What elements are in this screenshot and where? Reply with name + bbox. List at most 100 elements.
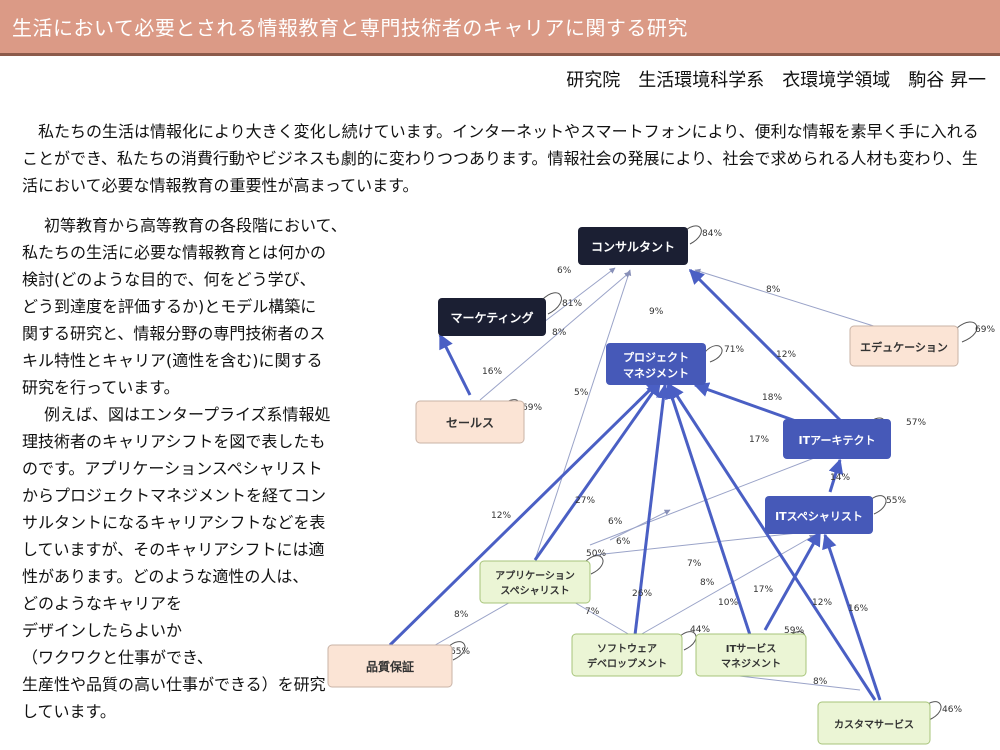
self-percent-labels: 84% 81% 69% 71% 69% 57% 55% 50% 65% 44% …	[450, 229, 995, 715]
edge-label: 12%	[491, 511, 511, 521]
edge-itservice-to-pm	[665, 383, 752, 636]
edge-label: 10%	[718, 598, 738, 608]
self-pct-education: 69%	[975, 325, 995, 335]
node-itservice: ITサービス マネジメント	[695, 633, 807, 677]
edge-label: 6%	[557, 266, 572, 276]
body-line: サルタントになるキャリアシフトなどを表	[22, 513, 326, 532]
node-app-label-2: スペシャリスト	[500, 585, 569, 597]
edge-label: 8%	[700, 578, 715, 588]
body-line: 研究を行っています。	[22, 378, 180, 397]
node-sales-label: セールス	[446, 416, 494, 430]
node-pm: プロジェクト マネジメント	[606, 343, 706, 385]
node-quality: 品質保証	[327, 644, 453, 688]
self-pct-app: 50%	[586, 549, 606, 559]
self-pct-architect: 57%	[906, 418, 926, 428]
node-marketing-label: マーケティング	[450, 310, 533, 325]
self-pct-pm: 71%	[724, 345, 744, 355]
edge-label: 17%	[753, 585, 773, 595]
edge-app-to-specialist-2	[594, 527, 826, 556]
node-architect-label: ITアーキテクト	[799, 434, 876, 447]
node-software: ソフトウェア デベロップメント	[571, 633, 683, 677]
self-loop-software	[677, 631, 697, 651]
edge-labels: 6% 8% 9% 8% 5% 12% 16% 18% 17% 14% 12% 2…	[454, 266, 868, 687]
node-architect: ITアーキテクト	[783, 419, 891, 459]
body-line: デザインしたらよいか	[22, 621, 183, 640]
body-line: どのようなキャリアを	[22, 594, 183, 613]
body-line: 検討(どのような目的で、何をどう学び、	[22, 270, 316, 289]
node-specialist-label: ITスペシャリスト	[775, 510, 863, 523]
node-pm-label-2: マネジメント	[623, 367, 689, 380]
self-pct-quality: 65%	[450, 647, 470, 657]
edge-specialist-to-architect	[828, 458, 844, 493]
edge-app-to-consultant	[534, 269, 632, 561]
author-affiliation: 研究院 生活環境科学系 衣環境学領域 駒谷 昇一	[566, 70, 986, 91]
thick-edges	[388, 268, 882, 701]
edge-customer-to-pm	[668, 383, 877, 701]
edge-app-to-specialist	[609, 509, 671, 541]
body-line: 例えば、図はエンタープライズ系情報処	[44, 405, 331, 424]
body-line: 私たちの生活に必要な情報教育とは何かの	[22, 243, 327, 262]
edge-label: 7%	[687, 559, 702, 569]
body-line: （ワクワクと仕事ができ、	[22, 648, 213, 667]
node-software-label-2: デベロップメント	[587, 657, 667, 670]
edge-label: 8%	[552, 328, 567, 338]
node-marketing: マーケティング	[438, 298, 546, 336]
career-shift-diagram: 6% 8% 9% 8% 5% 12% 16% 18% 17% 14% 12% 2…	[327, 225, 995, 745]
edge-label: 12%	[776, 350, 796, 360]
node-consultant-label: コンサルタント	[591, 240, 675, 254]
body-line: どう到達度を評価するか)とモデル構築に	[22, 297, 317, 316]
node-itservice-label-2: マネジメント	[721, 658, 781, 670]
self-pct-specialist: 55%	[886, 496, 906, 506]
edge-app-to-architect	[589, 447, 841, 546]
self-pct-consultant: 84%	[702, 229, 722, 239]
edge-label: 8%	[454, 610, 469, 620]
self-pct-customer: 46%	[942, 705, 962, 715]
edge-label: 7%	[585, 607, 600, 617]
edge-label: 9%	[649, 307, 664, 317]
node-education: エデュケーション	[849, 325, 959, 367]
edge-label: 8%	[766, 285, 781, 295]
thin-edges	[429, 267, 881, 691]
self-pct-sales: 69%	[522, 403, 542, 413]
self-loop-education	[956, 321, 978, 343]
node-itservice-label-1: ITサービス	[726, 642, 777, 655]
edge-architect-to-consultant	[688, 268, 842, 422]
node-pm-label-1: プロジェクト	[623, 350, 689, 364]
edge-label: 27%	[575, 496, 595, 506]
body-line: キル特性とキャリア(適性を含む)に関する	[22, 351, 323, 370]
edge-label: 14%	[830, 473, 850, 483]
edge-label: 6%	[616, 537, 631, 547]
body-line: しています。	[22, 702, 116, 721]
edge-sales-to-marketing	[438, 333, 472, 396]
edge-label: 17%	[749, 435, 769, 445]
edge-sales-to-consultant	[479, 271, 631, 401]
body-line: 生産性や品質の高い仕事ができる）を研究	[22, 675, 326, 694]
body-line: していますが、そのキャリアシフトには適	[22, 540, 325, 559]
body-line: 関する研究と、情報分野の専門技術者のス	[22, 324, 326, 343]
body-line: 初等教育から高等教育の各段階において、	[44, 216, 347, 235]
body-line: からプロジェクトマネジメントを経てコン	[22, 486, 327, 505]
edge-label: 16%	[482, 367, 502, 377]
self-loop-marketing	[541, 292, 562, 315]
node-quality-label: 品質保証	[366, 659, 414, 674]
node-sales: セールス	[415, 400, 525, 444]
node-customer-label: カスタマサービス	[834, 718, 914, 731]
node-consultant: コンサルタント	[578, 227, 688, 265]
self-pct-software: 44%	[690, 625, 710, 635]
node-specialist: ITスペシャリスト	[765, 496, 873, 534]
page-title: 生活において必要とされる情報教育と専門技術者のキャリアに関する研究	[12, 16, 688, 40]
node-app: アプリケーション スペシャリスト	[479, 560, 591, 604]
intro-paragraph: 私たちの生活は情報化により大きく変化し続けています。インターネットやスマートフォ…	[22, 122, 979, 195]
edge-software-to-specialist	[639, 534, 816, 636]
self-loop-pm	[704, 345, 723, 363]
edge-app-to-pm	[533, 380, 662, 561]
self-pct-itservice: 59%	[784, 626, 804, 636]
self-pct-marketing: 81%	[562, 299, 582, 309]
self-loop-app	[584, 555, 604, 575]
edge-label: 5%	[574, 388, 589, 398]
node-education-label: エデュケーション	[860, 340, 948, 354]
edge-marketing-to-consultant	[539, 267, 616, 326]
body-text: 初等教育から高等教育の各段階において、 私たちの生活に必要な情報教育とは何かの …	[22, 212, 397, 725]
node-customer: カスタマサービス	[817, 701, 931, 745]
edge-label: 16%	[848, 604, 868, 614]
